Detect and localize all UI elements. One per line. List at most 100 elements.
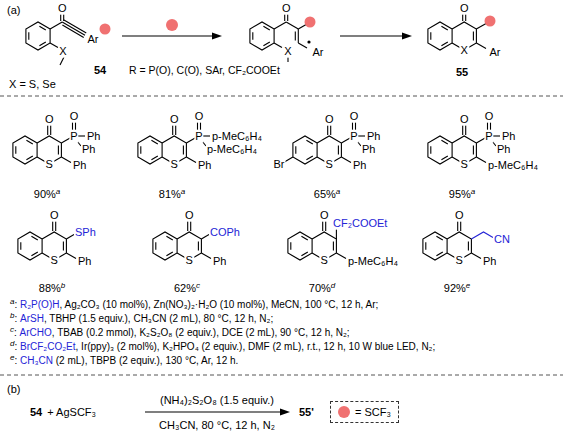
structure-label: S xyxy=(45,158,54,171)
scheme-text: CH₃CN xyxy=(20,355,53,367)
structure-label: O xyxy=(69,110,80,123)
structure-label: Ph xyxy=(81,143,96,156)
structure-label: CH₃CN, 80 °C, 12 h, N₂ xyxy=(158,419,276,432)
scheme-text: d xyxy=(331,281,335,290)
radical-dot xyxy=(338,406,350,418)
structure-label: O xyxy=(169,113,180,126)
scheme-text: 95% xyxy=(449,188,471,201)
scheme-text: : xyxy=(14,355,20,367)
structure-label: O xyxy=(57,2,68,15)
structure-label: O xyxy=(194,110,205,123)
structure-label: CN xyxy=(493,233,511,246)
structure-label: Ph xyxy=(482,255,497,268)
structure-label: p-MeC₆H₄ xyxy=(211,130,263,143)
structure-label: SPh xyxy=(74,226,97,239)
structure-label: Ar xyxy=(489,46,502,59)
text-row: 88%b xyxy=(39,282,65,295)
scheme-text: , Ag₂CO₃ (10 mol%), Zn(NO₃)₂·H₂O (10 mol… xyxy=(59,299,378,311)
structure-label: 55 xyxy=(455,66,469,79)
scheme-text: 54 xyxy=(30,406,42,419)
scheme-text: (2 mL), TBPB (2 equiv.), 130 °C, Ar, 12 … xyxy=(53,355,238,367)
structure-label: Ph xyxy=(197,159,212,172)
structure-label: S xyxy=(460,158,469,171)
structure-label: O xyxy=(44,113,55,126)
structure-label: Ar xyxy=(312,46,325,59)
legend-text: = SCF₃ xyxy=(355,406,391,418)
text-row: 62%c xyxy=(174,282,200,295)
structure-label: P xyxy=(69,130,78,143)
structure-label: Br xyxy=(273,158,286,171)
text-row: 81%a xyxy=(159,188,185,201)
structure-label: O xyxy=(324,113,335,126)
structure-label: O xyxy=(184,209,195,222)
scheme-text: : xyxy=(14,327,20,339)
scheme-text: , TBAB (0.2 mmol), K₂S₂O₈ (2 equiv.), DC… xyxy=(52,327,350,339)
structure-label: Ph xyxy=(212,255,227,268)
structure-label: P xyxy=(194,130,203,143)
scheme-text: 88% xyxy=(39,282,61,295)
scheme-text: + AgSCF₃ xyxy=(47,406,96,419)
structure-label: (a) xyxy=(6,4,21,17)
structure-label: O xyxy=(349,110,360,123)
scheme-text: 70% xyxy=(309,282,331,295)
structure-label: S xyxy=(50,254,59,267)
structure-label: S xyxy=(170,158,179,171)
text-row: 90%a xyxy=(34,188,60,201)
scheme-text: ArCHO xyxy=(20,327,52,339)
structure-label: Ph xyxy=(352,159,367,172)
structure-label: CF₂COOEt xyxy=(332,217,388,230)
structure-label: 54 xyxy=(93,64,107,77)
scheme-text: e xyxy=(10,353,14,362)
text-row: 54 + AgSCF₃ xyxy=(30,406,96,419)
legend-box: = SCF₃ xyxy=(330,401,399,423)
structure-label: Ph xyxy=(77,255,92,268)
structure-label: Ph xyxy=(496,143,511,156)
scheme-text: 65% xyxy=(314,188,336,201)
scheme-text: a xyxy=(10,297,14,306)
structure-label: O xyxy=(319,209,330,222)
structure-label: X = S, Se xyxy=(8,78,57,91)
scheme-text: c xyxy=(10,325,14,334)
text-row: 95%a xyxy=(449,188,475,201)
text-row: 92%e xyxy=(444,282,470,295)
scheme-text: a xyxy=(336,187,340,196)
structure-label: O xyxy=(454,209,465,222)
text-row: 65%a xyxy=(314,188,340,201)
structure-label: p-MeC₆H₄ xyxy=(206,143,258,156)
scheme-text: a xyxy=(181,187,185,196)
structure-label: X xyxy=(283,45,292,58)
text-row: a: R₂P(O)H, Ag₂CO₃ (10 mol%), Zn(NO₃)₂·H… xyxy=(10,299,378,311)
structure-label: Ph xyxy=(86,130,101,143)
structure-label: O xyxy=(459,113,470,126)
structure-label: S xyxy=(455,254,464,267)
structure-label: R = P(O), C(O), SAr, CF₂COOEt xyxy=(128,64,281,76)
structure-label: Ph xyxy=(366,130,381,143)
scheme-text: a xyxy=(56,187,60,196)
scheme-text: : xyxy=(14,313,20,325)
scheme-text: b xyxy=(10,311,14,320)
scheme-text: : xyxy=(14,299,20,311)
scheme-text: ArSH xyxy=(20,313,44,325)
structure-label: S xyxy=(320,254,329,267)
scheme-text: b xyxy=(61,281,65,290)
structure-label: Ph xyxy=(72,159,87,172)
scheme-text: : xyxy=(14,341,20,353)
scheme-text: , TBHP (1.5 equiv.), CH₃CN (2 mL), 80 °C… xyxy=(44,313,273,325)
structure-label: O xyxy=(459,2,470,15)
scheme-text: 92% xyxy=(444,282,466,295)
scheme-text: R₂P(O)H xyxy=(20,299,59,311)
scheme-text: c xyxy=(196,281,200,290)
scheme-text: 90% xyxy=(34,188,56,201)
text-row: d: BrCF₂CO₂Et, Ir(ppy)₃ (2 mol%), K₂HPO₄… xyxy=(10,341,435,353)
structure-label: (b) xyxy=(6,383,21,396)
text-row: 70%d xyxy=(309,282,335,295)
scheme-text: , Ir(ppy)₃ (2 mol%), K₂HPO₄ (2 equiv.), … xyxy=(76,341,436,353)
structure-label: Ph xyxy=(501,130,516,143)
structure-label: S xyxy=(325,158,334,171)
text-row: b: ArSH, TBHP (1.5 equiv.), CH₃CN (2 mL)… xyxy=(10,313,273,325)
structure-label: O xyxy=(49,209,60,222)
text-row: e: CH₃CN (2 mL), TBPB (2 equiv.), 130 °C… xyxy=(10,355,238,367)
structure-label: P xyxy=(349,130,358,143)
